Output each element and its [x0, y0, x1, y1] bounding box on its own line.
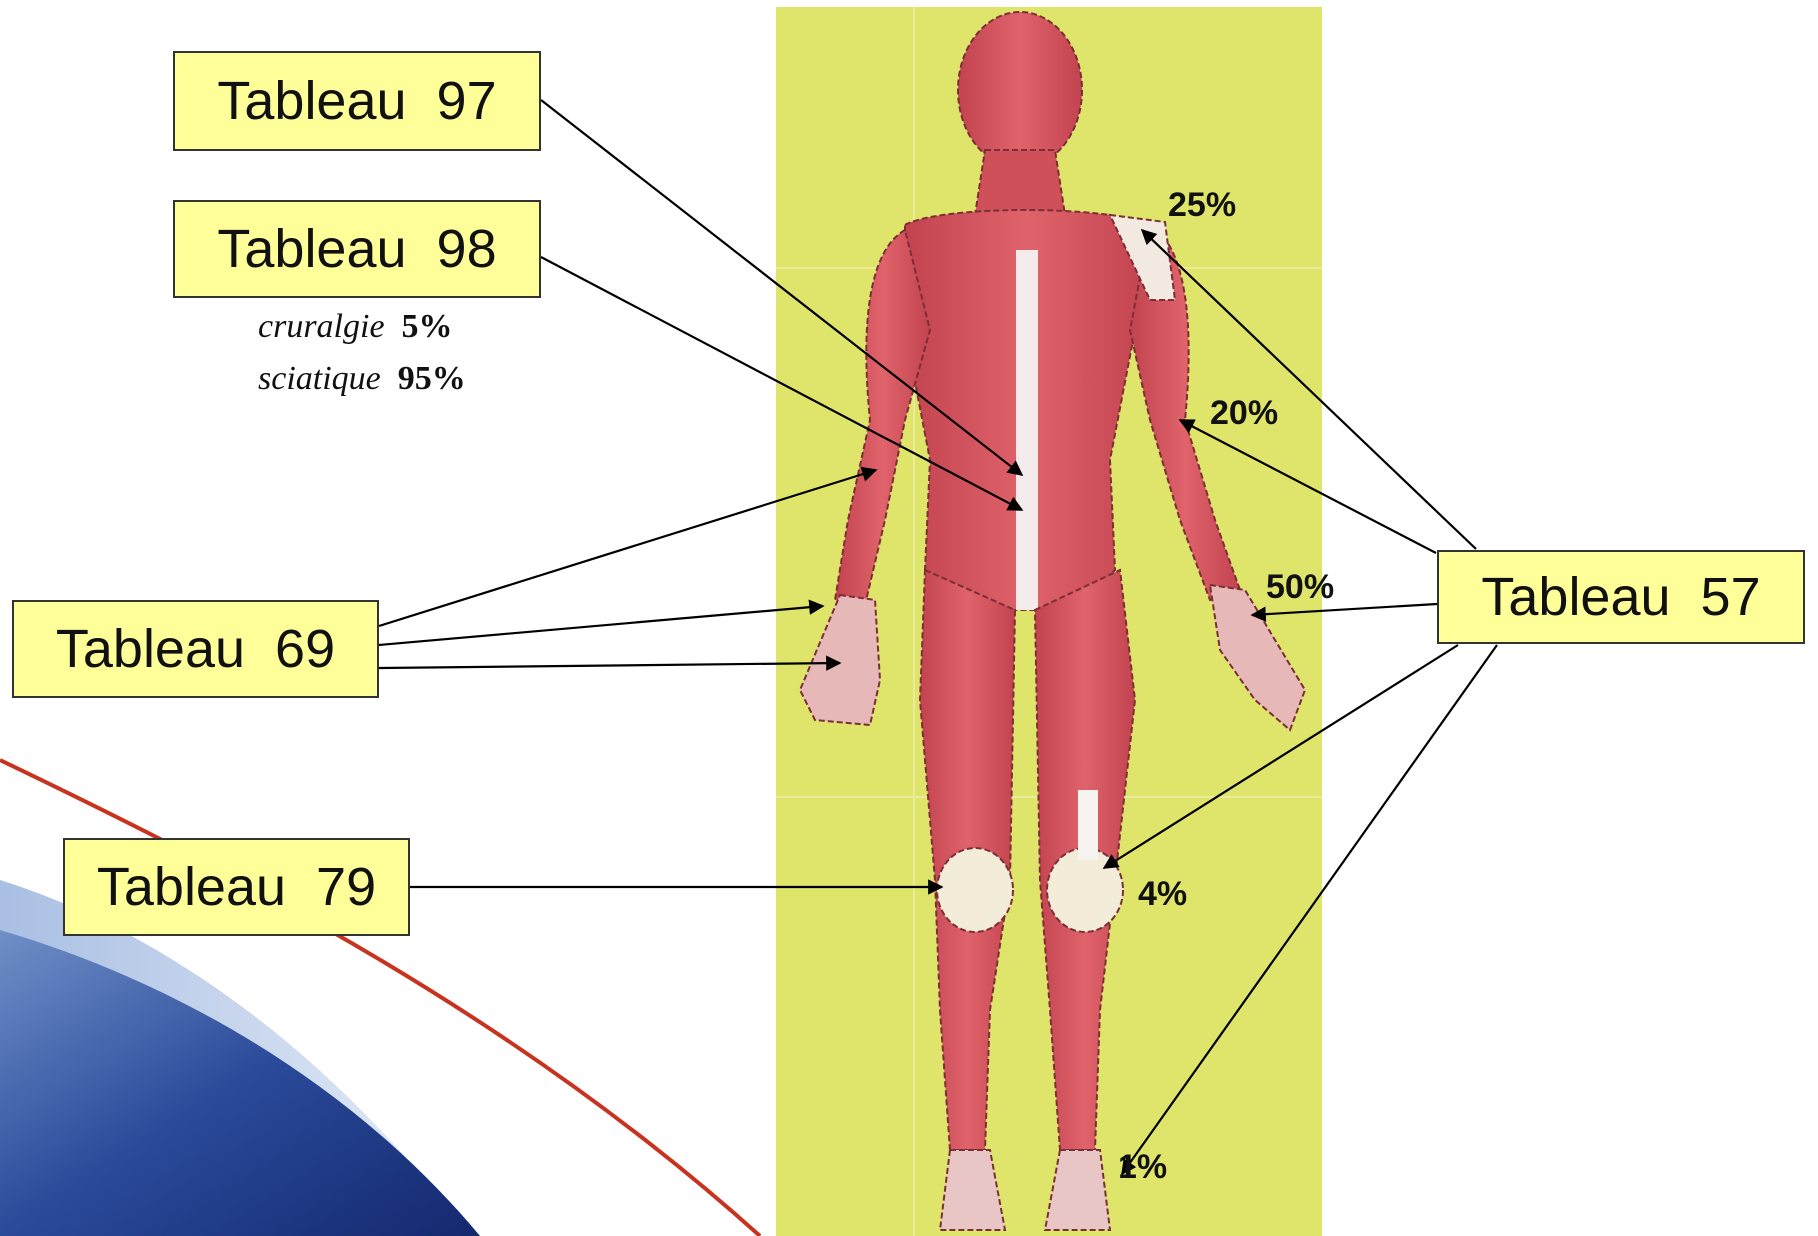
- wrist-percentage: 50%: [1266, 568, 1334, 607]
- cruralgie-label: cruralgie: [258, 308, 385, 345]
- shoulder-percentage: 25%: [1168, 186, 1236, 225]
- knee-percentage: 4%: [1138, 875, 1187, 914]
- tableau-98-label: Tableau 98: [173, 200, 541, 298]
- tableau-69-label: Tableau 69: [12, 600, 379, 698]
- ankle-percentage: 1%: [1118, 1148, 1167, 1187]
- tableau-97-label: Tableau 97: [173, 51, 541, 151]
- cruralgie-value: 5%: [402, 308, 453, 345]
- decorative-swoosh: [0, 760, 760, 1236]
- sciatique-label: sciatique: [258, 360, 381, 397]
- tableau-79-label: Tableau 79: [63, 838, 410, 936]
- sciatique-note: sciatique 95%: [258, 360, 466, 398]
- cruralgie-note: cruralgie 5%: [258, 308, 453, 346]
- elbow-percentage: 20%: [1210, 394, 1278, 433]
- tableau-57-label: Tableau 57: [1437, 550, 1805, 644]
- sciatique-value: 95%: [398, 360, 466, 397]
